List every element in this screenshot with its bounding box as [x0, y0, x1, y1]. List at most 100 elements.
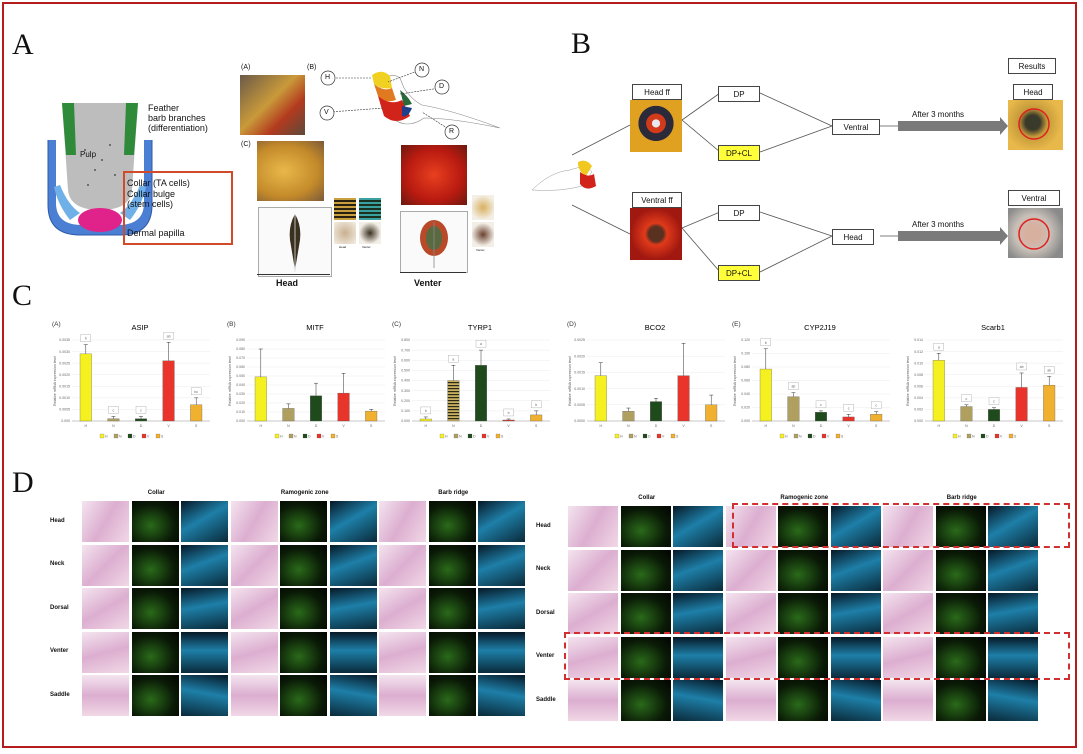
he-stain-tile	[725, 680, 776, 721]
he-stain-tile	[230, 544, 278, 586]
legend-label: H	[445, 435, 448, 439]
chart-y-tick: 0.080	[236, 347, 245, 351]
chart-y-tick: 0.0025	[574, 338, 585, 342]
follicle-diagram	[47, 103, 153, 236]
chart-x-tick: N	[627, 424, 630, 428]
chart-bar	[677, 375, 690, 422]
dapi-tile	[181, 631, 228, 673]
after-3-months-2: After 3 months	[912, 219, 965, 229]
chart-bar	[842, 416, 855, 422]
legend-swatch	[779, 433, 785, 439]
chart-y-label: Relative mRNA expression level	[733, 356, 737, 406]
head-dpcl-box: DP+CL	[718, 145, 760, 161]
chart-y-label: Relative mRNA expression level	[568, 356, 572, 406]
dapi-tile	[988, 593, 1038, 634]
fluorescence-tile	[428, 544, 476, 586]
he-stain-tile	[568, 680, 618, 721]
row-label: Saddle	[50, 691, 70, 698]
after-3-months-1: After 3 months	[912, 109, 965, 119]
legend-label: H	[785, 435, 788, 439]
chart-y-tick: 0.000	[914, 419, 923, 423]
venter-feather-thumb-2	[472, 222, 494, 247]
legend-swatch	[127, 433, 133, 439]
legend-label: D	[308, 435, 311, 439]
dapi-tile	[988, 680, 1038, 721]
chart-bar	[107, 418, 120, 422]
column-label: Ramogenic zone	[780, 495, 829, 501]
chart-x-tick: S	[195, 424, 198, 428]
row-label: Neck	[536, 566, 551, 572]
he-stain-tile	[82, 588, 129, 629]
dapi-tile	[329, 631, 377, 673]
fluorescence-tile	[280, 588, 327, 629]
chart-bar	[530, 414, 543, 422]
bird-diagram	[319, 62, 501, 140]
legend-label: V	[1000, 435, 1003, 439]
chart-y-tick: 0.100	[741, 352, 750, 356]
dapi-tile	[329, 588, 377, 629]
legend-swatch	[994, 433, 1000, 439]
he-stain-tile	[568, 549, 618, 591]
sub-label-b: (B)	[307, 64, 317, 71]
legend-swatch	[141, 433, 147, 439]
fluorescence-tile	[428, 675, 476, 716]
chart-x-tick: N	[965, 424, 968, 428]
point-n: N	[419, 66, 425, 73]
head-feather-thumb-2	[359, 198, 381, 220]
chart-bar	[1015, 387, 1028, 422]
chart-letter: a	[480, 342, 482, 346]
chart-letter: a	[938, 345, 940, 349]
head-ff-photo	[630, 100, 682, 152]
chart-y-tick: 0.0010	[574, 387, 585, 391]
chart-letter-box	[191, 387, 202, 396]
chart-bar	[337, 392, 350, 422]
legend-swatch	[453, 433, 459, 439]
he-stain-tile	[379, 631, 426, 673]
fluorescence-tile	[131, 544, 179, 586]
result-head-photo	[1008, 100, 1063, 150]
chart-letter: ab	[1020, 365, 1024, 369]
chart-bar	[960, 406, 973, 422]
chart-bar	[310, 395, 322, 422]
dapi-tile	[181, 588, 228, 629]
sub-label-c: (C)	[241, 141, 251, 148]
dapi-tile	[673, 506, 723, 547]
pulp-label: Pulp	[80, 150, 97, 159]
chart-bar	[787, 396, 800, 422]
dapi-tile	[478, 501, 525, 542]
panel-label-a: A	[12, 28, 34, 61]
dapi-tile	[181, 501, 228, 542]
fluorescence-tile	[131, 501, 179, 542]
chart-y-tick: 0.010	[236, 410, 245, 414]
dapi-tile	[478, 631, 525, 673]
chart-y-tick: 0.020	[236, 401, 245, 405]
chart-y-tick: 0.120	[741, 338, 750, 342]
chart-y-tick: 0.400	[401, 379, 410, 383]
chart-letter-box	[843, 404, 854, 412]
he-stain-tile	[230, 501, 278, 542]
result-ventral-photo	[1008, 208, 1063, 258]
chart-y-tick: 0.040	[236, 383, 245, 387]
chart-letter: bc	[194, 390, 198, 394]
legend-label: S	[1014, 435, 1017, 439]
collar-label: Collar (TA cells)	[127, 178, 190, 188]
chart-letter-box	[475, 339, 487, 348]
legend-swatch	[288, 433, 294, 439]
legend-label: V	[147, 435, 150, 439]
fluorescence-tile	[935, 506, 986, 547]
he-stain-tile	[230, 631, 278, 673]
legend-label: D	[473, 435, 476, 439]
he-stain-tile	[883, 506, 933, 547]
chart-letter: c	[820, 403, 822, 407]
legend-swatch	[330, 433, 336, 439]
chart-y-tick: 0.010	[914, 361, 923, 365]
chart-letter: b	[85, 337, 87, 341]
chart-bar	[988, 409, 1000, 422]
legend-label: V	[487, 435, 490, 439]
chart-bar	[162, 360, 175, 422]
chart-letter-box	[531, 400, 542, 409]
legend-swatch	[952, 433, 958, 439]
he-stain-tile	[82, 631, 129, 673]
chart-y-tick: 0.0015	[574, 371, 585, 375]
